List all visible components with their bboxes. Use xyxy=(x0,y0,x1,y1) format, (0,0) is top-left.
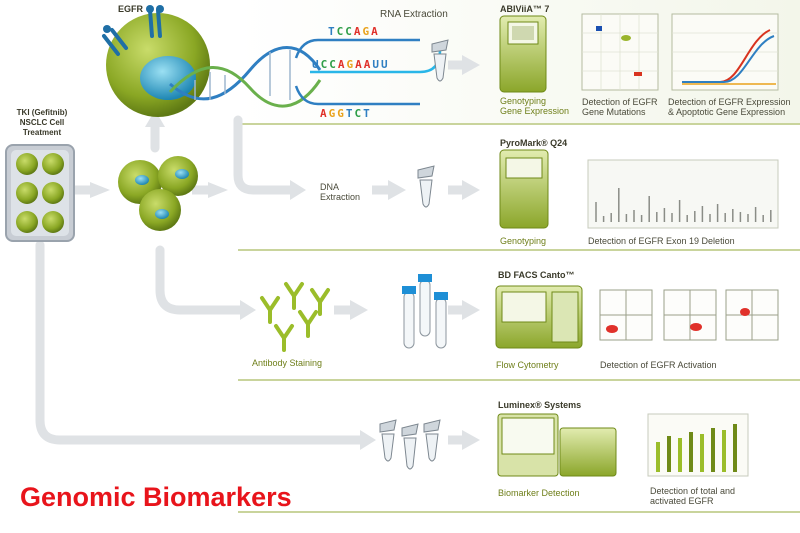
expression-plot xyxy=(671,13,779,91)
rna-base: G xyxy=(337,107,346,120)
rna-sequence-3: AGGTCT xyxy=(320,107,372,120)
arrow-shafts xyxy=(74,60,464,445)
genotyping-label-2: Genotyping xyxy=(500,236,547,246)
rna-base: C xyxy=(354,107,364,120)
arrowheads xyxy=(90,55,480,450)
tube-icon xyxy=(417,165,435,208)
rna-base: U xyxy=(381,58,390,71)
luminex-bar xyxy=(733,424,737,472)
biomarker-detection-label: Biomarker Detection xyxy=(498,488,580,498)
flow-plot xyxy=(663,289,717,341)
expression-detection-label-1: Detection of EGFR Expression xyxy=(668,97,791,107)
rna-sequence-1: TCCAGA xyxy=(328,25,380,38)
rna-base: T xyxy=(328,25,337,38)
pyrogram-plot xyxy=(587,159,779,229)
rna-base: G xyxy=(328,107,338,120)
tki-label-2: NSCLC Cell xyxy=(19,118,65,127)
rna-base: C xyxy=(345,25,354,38)
rna-base: C xyxy=(336,25,346,38)
flow-plot xyxy=(599,289,653,341)
luminex-instrument-label: Luminex® Systems xyxy=(498,400,582,410)
flow-cytometry-label: Flow Cytometry xyxy=(496,360,559,370)
gene-expression-label: Gene Expression xyxy=(500,106,570,116)
tube-icon xyxy=(431,39,449,82)
receptor-tips xyxy=(103,5,164,33)
rna-sequence-2: UCCAGAAUU xyxy=(312,58,390,71)
antibody-staining-label: Antibody Staining xyxy=(252,358,323,368)
rna-base: A xyxy=(320,107,329,120)
luminex-bar xyxy=(722,430,726,472)
antibody-icon xyxy=(260,282,330,352)
luminex-bar xyxy=(678,438,682,472)
total-detection-label-2: activated EGFR xyxy=(650,496,714,506)
rna-base: A xyxy=(353,25,363,38)
cell-cluster-icon xyxy=(118,156,198,231)
dna-extraction-label-2: Extraction xyxy=(320,192,361,202)
luminex-bar xyxy=(689,432,693,472)
exon19-detection-label: Detection of EGFR Exon 19 Deletion xyxy=(588,236,735,246)
dna-helix-icon xyxy=(168,46,322,108)
abi-instrument-icon xyxy=(499,15,547,93)
facs-instrument-icon xyxy=(495,285,583,349)
rna-base: T xyxy=(345,107,355,120)
rna-base: G xyxy=(346,58,356,71)
sample-tubes-icon xyxy=(402,274,448,349)
mutation-plot xyxy=(581,13,659,91)
luminex-bar xyxy=(711,428,715,472)
rna-base: U xyxy=(312,58,321,71)
rna-base: A xyxy=(371,25,380,38)
tki-label-1: TKI (Gefitnib) xyxy=(16,108,68,117)
rna-base: C xyxy=(320,58,330,71)
rna-base: A xyxy=(337,58,347,71)
rna-base: C xyxy=(329,58,338,71)
activation-detection-label: Detection of EGFR Activation xyxy=(600,360,717,370)
rna-base: U xyxy=(372,58,381,71)
egfr-cell-icon xyxy=(106,13,210,117)
total-detection-label-1: Detection of total and xyxy=(650,486,736,496)
egfr-receptor-icon xyxy=(102,8,162,56)
rna-base: A xyxy=(355,58,364,71)
luminex-bar xyxy=(700,434,704,472)
well-plate-icon xyxy=(5,144,75,242)
genotyping-label: Genotyping xyxy=(500,96,547,106)
mutation-detection-label-1: Detection of EGFR xyxy=(582,97,658,107)
rna-base: A xyxy=(363,58,373,71)
flow-connectors xyxy=(35,115,365,445)
page-title: Genomic Biomarkers xyxy=(20,482,292,512)
luminex-bar xyxy=(656,442,660,472)
abi-instrument-label: ABIViiA™ 7 xyxy=(500,4,550,14)
pyromark-instrument-label: PyroMark® Q24 xyxy=(500,138,568,148)
dna-rungs xyxy=(194,50,291,100)
tubes-icon xyxy=(379,419,441,470)
egfr-label: EGFR xyxy=(118,4,144,14)
dna-extraction-label-1: DNA xyxy=(320,182,340,192)
tki-label-3: Treatment xyxy=(22,128,62,137)
luminex-bar xyxy=(667,436,671,472)
mutation-detection-label-2: Gene Mutations xyxy=(582,107,646,117)
facs-instrument-label: BD FACS Canto™ xyxy=(498,270,575,280)
luminex-bar-plot xyxy=(647,413,749,477)
expression-detection-label-2: & Apoptotic Gene Expression xyxy=(668,107,786,117)
pyromark-instrument-icon xyxy=(499,149,549,229)
flow-plot xyxy=(725,289,779,341)
rna-base: G xyxy=(362,25,372,38)
rna-extraction-label: RNA Extraction xyxy=(380,9,448,20)
luminex-instrument-icon xyxy=(497,413,617,477)
rna-base: T xyxy=(363,107,372,120)
